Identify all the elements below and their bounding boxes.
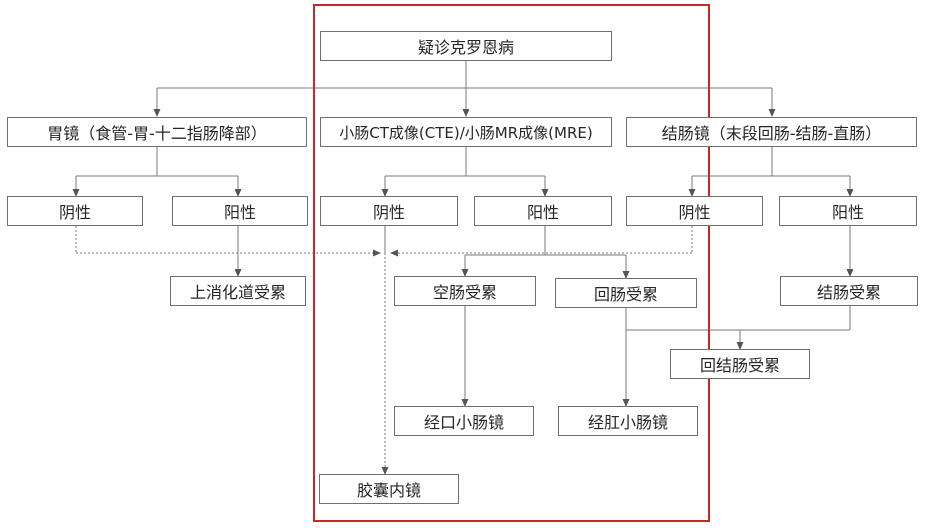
node-cte-positive: 阳性	[474, 196, 612, 226]
node-anal-enteroscopy: 经肛小肠镜	[558, 406, 698, 436]
highlight-frame	[313, 4, 710, 522]
node-colon-positive: 阳性	[779, 196, 917, 226]
node-capsule: 胶囊内镜	[319, 474, 459, 504]
node-oral-enteroscopy: 经口小肠镜	[394, 406, 534, 436]
node-gastro-positive: 阳性	[172, 196, 308, 226]
node-colon-negative: 阴性	[626, 196, 763, 226]
node-jejunum: 空肠受累	[394, 276, 536, 306]
node-cte-negative: 阴性	[320, 196, 458, 226]
node-colonoscopy: 结肠镜（末段回肠-结肠-直肠）	[626, 117, 917, 147]
node-upper-gi: 上消化道受累	[170, 276, 306, 306]
node-colon-involved: 结肠受累	[780, 276, 918, 306]
node-gastro-negative: 阴性	[7, 196, 143, 226]
node-cte-mre: 小肠CT成像(CTE)/小肠MR成像(MRE)	[320, 117, 612, 147]
node-gastroscopy: 胃镜（食管-胃-十二指肠降部）	[7, 117, 307, 147]
node-root: 疑诊克罗恩病	[320, 31, 612, 61]
node-ileocolon: 回结肠受累	[670, 349, 810, 379]
node-ileum: 回肠受累	[555, 278, 697, 308]
